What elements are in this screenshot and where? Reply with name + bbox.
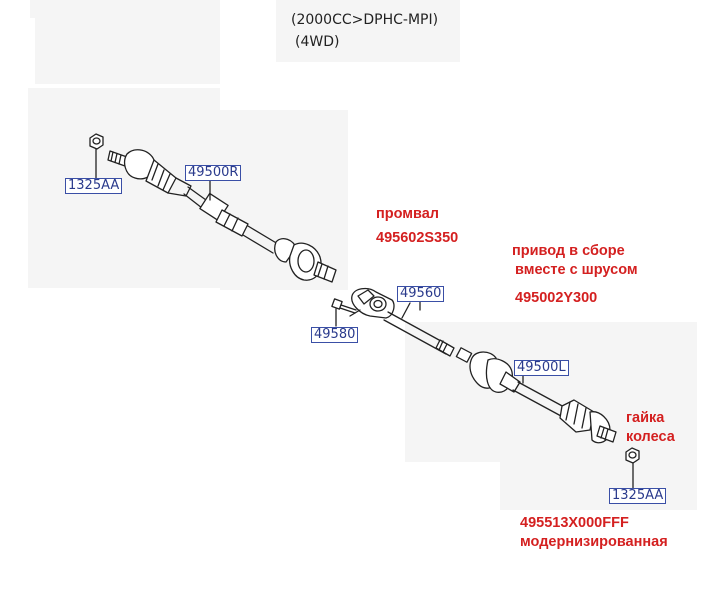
note-assembly-line2: вместе с шрусом bbox=[515, 262, 638, 278]
bearing-bracket bbox=[349, 287, 395, 319]
note-nut-line1: гайка bbox=[626, 410, 665, 426]
upper-half-shaft bbox=[183, 186, 279, 254]
upper-inner-cv-joint bbox=[274, 238, 337, 283]
bracket-bolt bbox=[331, 298, 357, 327]
note-modernized-number: 495513X000FFF bbox=[520, 515, 629, 531]
lower-outer-cv-joint bbox=[559, 399, 617, 444]
background-patch bbox=[276, 0, 460, 62]
lower-half-shaft bbox=[512, 372, 567, 417]
lower-hub-nut bbox=[625, 447, 640, 489]
upper-hub-nut bbox=[89, 133, 104, 179]
lower-inner-cv-joint bbox=[455, 347, 521, 393]
background-patch bbox=[30, 0, 220, 18]
drive-spec: (4WD) bbox=[295, 34, 340, 50]
part-label-bearing-bracket[interactable]: 49560 bbox=[397, 286, 445, 302]
background-patch bbox=[35, 18, 220, 84]
upper-stub-axle bbox=[107, 150, 128, 167]
engine-spec: (2000CC>DPHC-MPI) bbox=[291, 12, 439, 28]
background-patch bbox=[28, 88, 220, 288]
part-label-shaft-right[interactable]: 49500R bbox=[185, 165, 242, 181]
intermediate-shaft bbox=[383, 302, 455, 357]
part-label-nut-upper[interactable]: 1325AA bbox=[65, 178, 123, 194]
note-promval: промвал bbox=[376, 206, 440, 222]
part-label-shaft-left[interactable]: 49500L bbox=[514, 360, 569, 376]
note-nut-line2: колеса bbox=[626, 429, 675, 445]
note-promval-number: 495602S350 bbox=[376, 230, 459, 246]
note-modernized-text: модернизированная bbox=[520, 534, 668, 550]
upper-outer-cv-joint bbox=[124, 149, 192, 197]
note-assembly-line1: привод в сборе bbox=[512, 243, 625, 259]
note-assembly-number: 495002Y300 bbox=[515, 290, 598, 306]
part-label-nut-lower[interactable]: 1325AA bbox=[609, 488, 667, 504]
part-label-bolt[interactable]: 49580 bbox=[311, 327, 359, 343]
